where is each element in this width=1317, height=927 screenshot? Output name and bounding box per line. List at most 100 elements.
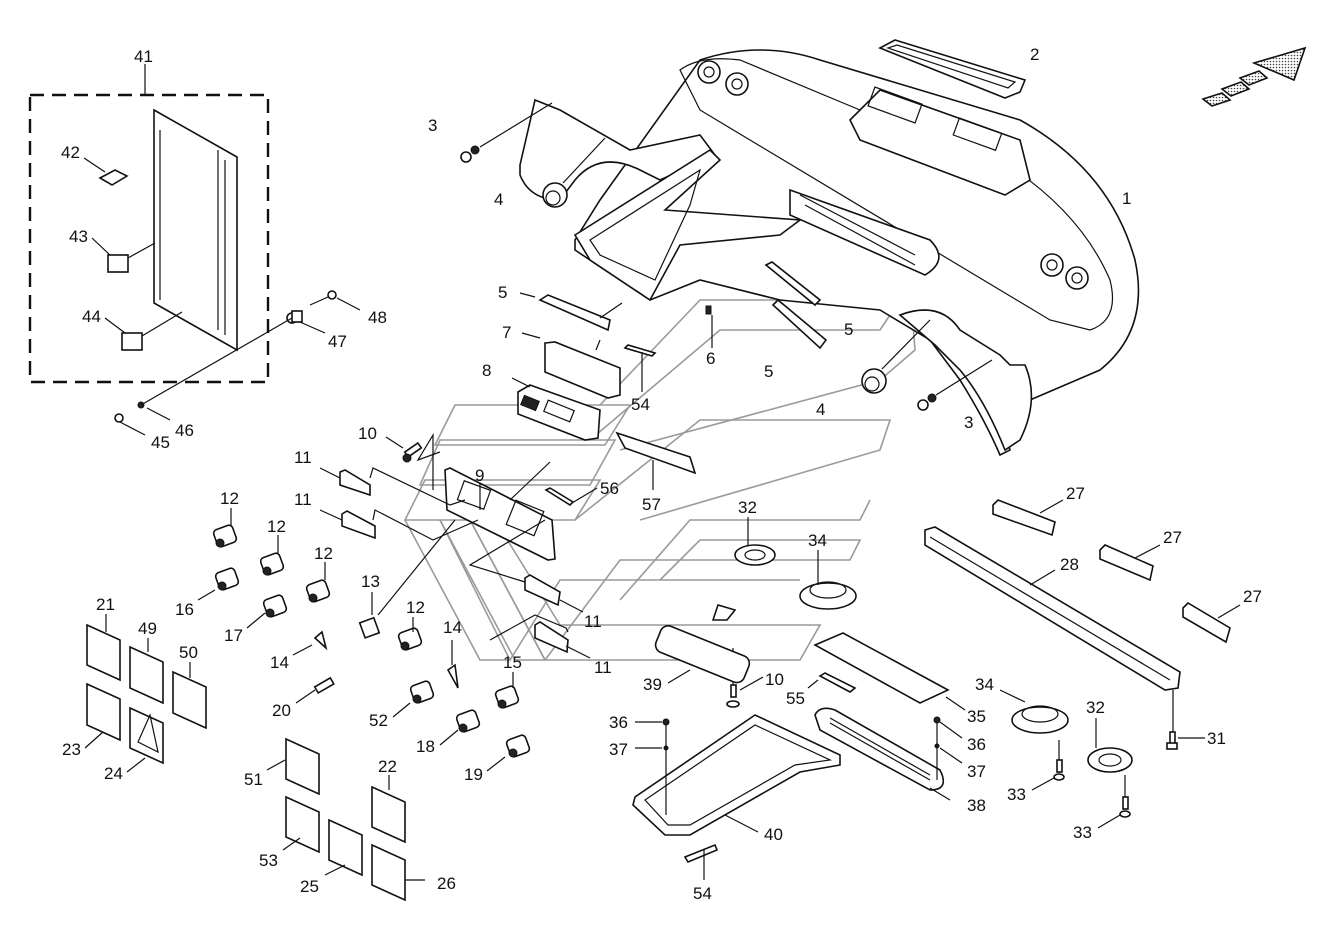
rocker-switch [397,627,423,651]
label-16: 16 [175,600,194,619]
part-labels: 1 2 3 3 4 4 5 5 5 6 7 8 9 10 10 11 11 11… [61,45,1262,903]
clip-nut [705,305,712,315]
forward-arrow-icon [1201,46,1307,107]
label-52: 52 [369,711,388,730]
screw [402,441,423,463]
label-56: 56 [600,479,619,498]
screw [114,413,124,423]
screw [1053,759,1065,781]
symbol-wiper [328,818,363,877]
rocker-switch [494,685,520,709]
rear-view-mirror [654,604,751,684]
label-24: 24 [104,764,123,783]
label-4: 4 [816,400,825,419]
label-11: 11 [594,658,612,677]
rocker-switch [214,567,240,591]
screw [1119,796,1131,818]
label-27: 27 [1163,528,1182,547]
seal-strip [623,344,657,357]
air-grille [814,707,945,791]
symbol-headlight [86,623,121,682]
label-44: 44 [82,307,101,326]
label-1: 1 [1122,189,1131,208]
label-12: 12 [406,598,425,617]
label-23: 23 [62,740,81,759]
speaker-ring [1011,705,1069,734]
gasket [615,431,697,475]
filter-mat [813,632,950,704]
symbol-beacon [86,682,121,742]
relay-switch [358,616,381,639]
switch-bezel [339,469,371,497]
label-37: 37 [967,762,986,781]
label-42: 42 [61,143,80,162]
label-54: 54 [693,884,712,903]
switch-bezel [524,574,561,607]
symbol-low-beam [371,785,406,844]
screw [1166,731,1178,750]
cover-strip [771,298,828,350]
led-lamp [1099,544,1154,582]
label-40: 40 [764,825,783,844]
roof-console-housing [519,49,1140,457]
label-47: 47 [328,332,347,351]
clip [917,393,937,411]
symbol-roof-light [285,795,320,854]
led-lamp [992,499,1056,537]
sun-visor-frame [632,714,841,836]
label-57: 57 [642,495,661,514]
seal-strip [683,843,719,864]
cover-strip [764,261,822,307]
nut [327,290,337,300]
screw [726,684,740,708]
seal-strip [544,487,575,507]
label-25: 25 [300,877,319,896]
label-38: 38 [967,796,986,815]
rocker-switch [505,734,531,758]
label-46: 46 [175,421,194,440]
label-34: 34 [808,531,827,550]
rocker-switch [305,579,331,603]
lamp-bulb [313,630,328,651]
label-11: 11 [584,612,602,631]
clip [460,145,480,163]
fuse [98,169,129,186]
lamp-bulb [446,663,459,689]
relay [107,254,129,273]
label-3: 3 [428,116,437,135]
symbol-rear-wiper [371,843,406,902]
label-6: 6 [706,349,715,368]
label-9: 9 [475,466,484,485]
label-11: 11 [294,448,312,467]
label-28: 28 [1060,555,1079,574]
label-50: 50 [179,643,198,662]
label-11: 11 [294,490,312,509]
label-53: 53 [259,851,278,870]
label-5: 5 [764,362,773,381]
circuit-board-assembly [28,64,270,384]
label-18: 18 [416,737,435,756]
label-5: 5 [498,283,507,302]
label-32: 32 [1086,698,1105,717]
label-27: 27 [1066,484,1085,503]
label-2: 2 [1030,45,1039,64]
switch-bezel [534,621,569,654]
label-43: 43 [69,227,88,246]
label-26: 26 [437,874,456,893]
label-14: 14 [270,653,289,672]
label-21: 21 [96,595,115,614]
label-45: 45 [151,433,170,452]
radio [517,384,601,441]
symbol-work-light [129,645,164,705]
air-vent-nozzle [861,368,887,394]
label-34: 34 [975,675,994,694]
label-14: 14 [443,618,462,637]
label-35: 35 [967,707,986,726]
label-48: 48 [368,308,387,327]
label-20: 20 [272,701,291,720]
spacer [286,310,303,324]
label-4: 4 [494,190,503,209]
label-5: 5 [844,320,853,339]
label-10: 10 [358,424,377,443]
rivet [662,718,670,726]
